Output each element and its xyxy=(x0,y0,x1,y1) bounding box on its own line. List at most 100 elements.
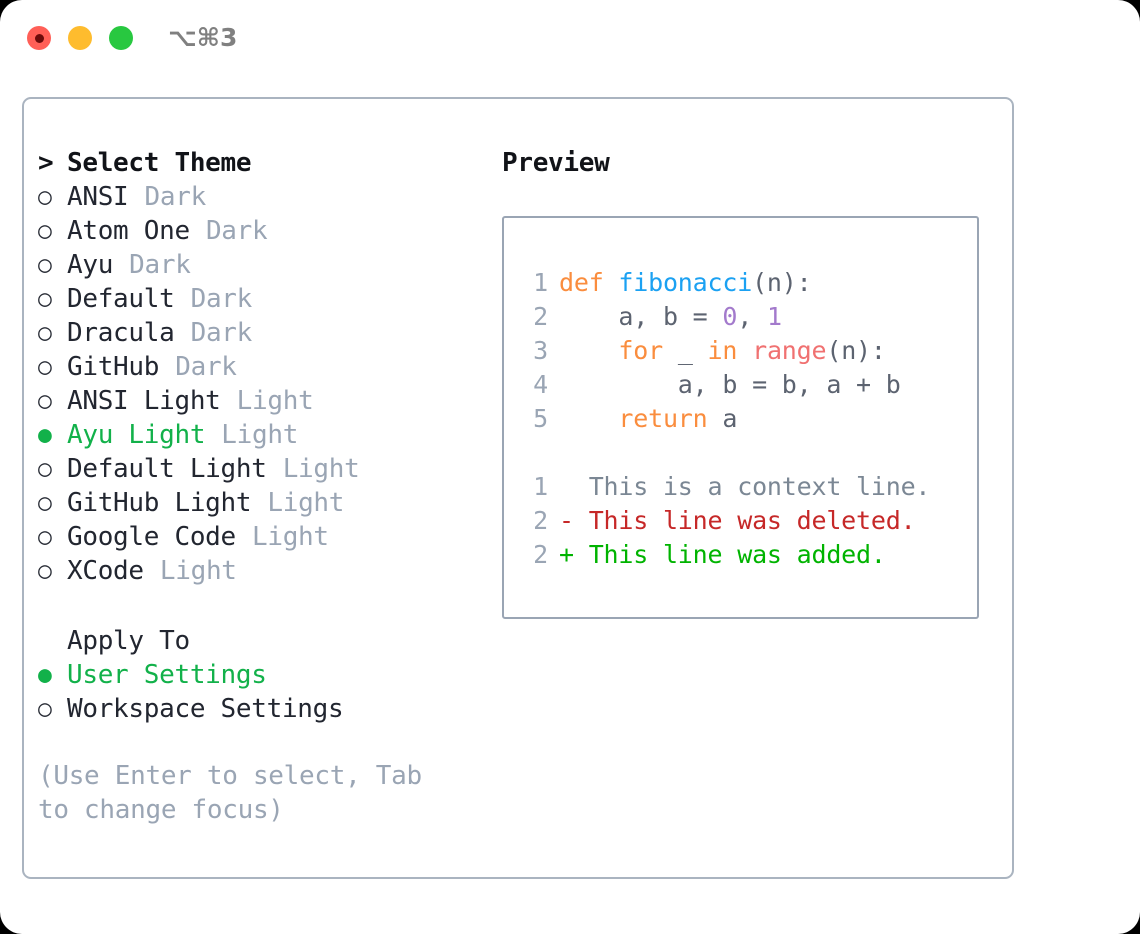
theme-name-label: Google Code xyxy=(67,522,236,552)
select-theme-heading: > Select Theme xyxy=(38,146,498,180)
theme-kind-badge: Dark xyxy=(144,182,207,212)
theme-name-label: Default Light xyxy=(67,454,267,484)
theme-kind-badge: Dark xyxy=(175,352,237,382)
theme-name-label: Dracula xyxy=(67,318,175,348)
theme-item-dracula[interactable]: ○ Dracula Dark xyxy=(38,316,498,350)
line-number: 2 xyxy=(533,506,548,535)
radio-unselected-icon[interactable]: ○ xyxy=(38,456,52,482)
line-number: 2 xyxy=(533,302,548,331)
code-token: return xyxy=(618,404,708,433)
code-token: 1 xyxy=(766,302,782,331)
radio-unselected-icon[interactable]: ○ xyxy=(38,524,52,550)
code-line: 3 for _ in range(n): xyxy=(504,334,977,368)
radio-unselected-icon[interactable]: ○ xyxy=(38,696,52,722)
radio-unselected-icon[interactable]: ○ xyxy=(38,252,52,278)
code-token: 0 xyxy=(722,302,738,331)
theme-item-github-light[interactable]: ○ GitHub Light Light xyxy=(38,486,498,520)
code-line: 5 return a xyxy=(504,402,977,436)
radio-unselected-icon[interactable]: ○ xyxy=(38,354,52,380)
minimize-button[interactable] xyxy=(68,26,92,50)
diff-line: 2+ This line was added. xyxy=(504,538,977,572)
maximize-button[interactable] xyxy=(109,26,133,50)
list-spacer xyxy=(38,588,498,624)
radio-unselected-icon[interactable]: ○ xyxy=(38,388,52,414)
theme-kind-badge: Dark xyxy=(190,318,253,348)
recording-dot-icon xyxy=(34,33,44,43)
apply-to-label: Apply To xyxy=(67,626,190,656)
code-line: 4 a, b = b, a + b xyxy=(504,368,977,402)
close-button[interactable] xyxy=(27,26,51,50)
code-token: a xyxy=(707,404,738,433)
theme-item-google-code[interactable]: ○ Google Code Light xyxy=(38,520,498,554)
line-number: 5 xyxy=(533,404,548,433)
radio-unselected-icon[interactable]: ○ xyxy=(38,184,52,210)
theme-name-label: ANSI Light xyxy=(67,386,221,416)
theme-item-github[interactable]: ○ GitHub Dark xyxy=(38,350,498,384)
caret-icon: > xyxy=(38,148,54,178)
hint-spacer xyxy=(38,726,498,759)
line-number: 4 xyxy=(533,370,548,399)
theme-name-label: GitHub Light xyxy=(67,488,252,518)
code-token: (n): xyxy=(752,268,812,297)
theme-item-ayu-light[interactable]: ● Ayu Light Light xyxy=(38,418,498,452)
code-token: fibonacci xyxy=(618,268,753,297)
radio-selected-icon[interactable]: ● xyxy=(38,422,52,448)
theme-name-label: ANSI xyxy=(67,182,129,212)
code-token: a, b = xyxy=(559,302,723,331)
theme-name-label: GitHub xyxy=(67,352,160,382)
theme-kind-badge: Light xyxy=(159,556,237,586)
apply-to-item-user-settings[interactable]: ●User Settings xyxy=(38,658,498,692)
apply-to-item-workspace-settings[interactable]: ○ Workspace Settings xyxy=(38,692,498,726)
radio-unselected-icon[interactable]: ○ xyxy=(38,286,52,312)
radio-unselected-icon[interactable]: ○ xyxy=(38,218,52,244)
diff-line: 1 This is a context line. xyxy=(504,470,977,504)
code-token xyxy=(559,336,618,365)
line-number: 2 xyxy=(533,540,548,569)
code-token: a, b = b, a + b xyxy=(559,370,901,399)
code-text: return a xyxy=(559,402,737,436)
theme-name-label: Default xyxy=(67,284,175,314)
line-number: 1 xyxy=(533,268,548,297)
diff-line: 2- This line was deleted. xyxy=(504,504,977,538)
code-token: in xyxy=(707,336,738,365)
theme-kind-badge: Light xyxy=(252,522,329,552)
code-token xyxy=(559,404,618,433)
diff-sample: 1 This is a context line.2- This line wa… xyxy=(504,470,977,572)
diff-text: This is a context line. xyxy=(559,472,931,501)
code-text: a, b = 0, 1 xyxy=(559,300,782,334)
radio-unselected-icon[interactable]: ○ xyxy=(38,490,52,516)
traffic-lights xyxy=(27,26,133,50)
code-text: def fibonacci(n): xyxy=(559,266,812,300)
theme-name-label: Ayu Light xyxy=(67,420,206,450)
code-line: 2 a, b = 0, 1 xyxy=(504,300,977,334)
code-text: a, b = b, a + b xyxy=(559,368,901,402)
radio-unselected-icon[interactable]: ○ xyxy=(38,320,52,346)
line-number: 1 xyxy=(533,472,548,501)
theme-item-ansi[interactable]: ○ ANSI Dark xyxy=(38,180,498,214)
theme-kind-badge: Light xyxy=(221,420,299,450)
theme-kind-badge: Dark xyxy=(129,250,191,280)
radio-unselected-icon[interactable]: ○ xyxy=(38,558,52,584)
apply-to-label: Workspace Settings xyxy=(67,694,344,724)
preview-heading: Preview xyxy=(502,148,610,178)
code-text: for _ in range(n): xyxy=(559,334,886,368)
window-title-shortcut: ⌥⌘3 xyxy=(168,23,238,52)
title-bar: ⌥⌘3 xyxy=(0,0,1140,78)
code-token: range xyxy=(752,336,827,365)
theme-kind-badge: Light xyxy=(267,488,345,518)
code-token: (n): xyxy=(826,336,886,365)
radio-selected-icon[interactable]: ● xyxy=(38,662,52,688)
